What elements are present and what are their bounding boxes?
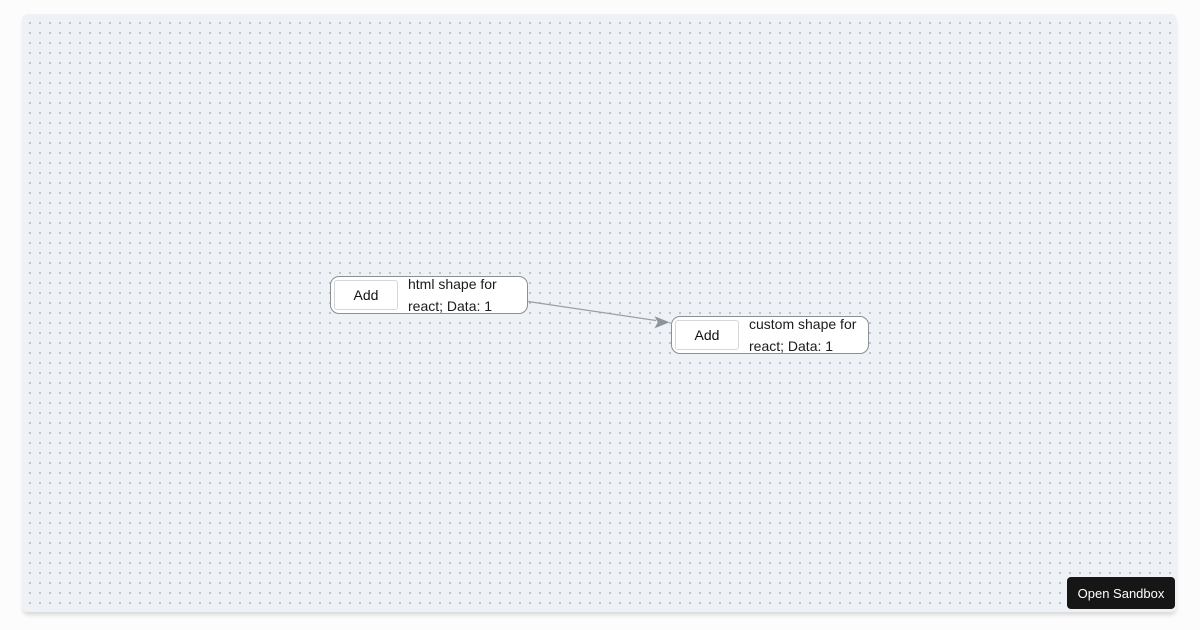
link-node-html-to-node-custom[interactable] xyxy=(527,300,670,329)
node-label-line1: custom shape for xyxy=(749,316,857,332)
link-arrowhead-icon xyxy=(654,316,670,329)
node-custom-shape[interactable]: Add custom shape for react; Data: 1 xyxy=(671,316,869,354)
node-label-line2: react; Data: 1 xyxy=(749,338,834,354)
link-line xyxy=(527,300,657,322)
open-sandbox-button[interactable]: Open Sandbox xyxy=(1067,577,1175,609)
node-label-line2: react; Data: 1 xyxy=(408,298,493,314)
edge-layer xyxy=(527,300,670,329)
node-label-line1: html shape for xyxy=(408,276,497,292)
node-label: custom shape for react; Data: 1 xyxy=(749,313,856,357)
node-html-shape[interactable]: Add html shape for react; Data: 1 xyxy=(330,276,528,314)
add-button[interactable]: Add xyxy=(675,320,739,350)
add-button[interactable]: Add xyxy=(334,280,398,310)
diagram-canvas[interactable]: Add html shape for react; Data: 1 Add cu… xyxy=(22,14,1177,612)
node-label: html shape for react; Data: 1 xyxy=(408,273,497,317)
